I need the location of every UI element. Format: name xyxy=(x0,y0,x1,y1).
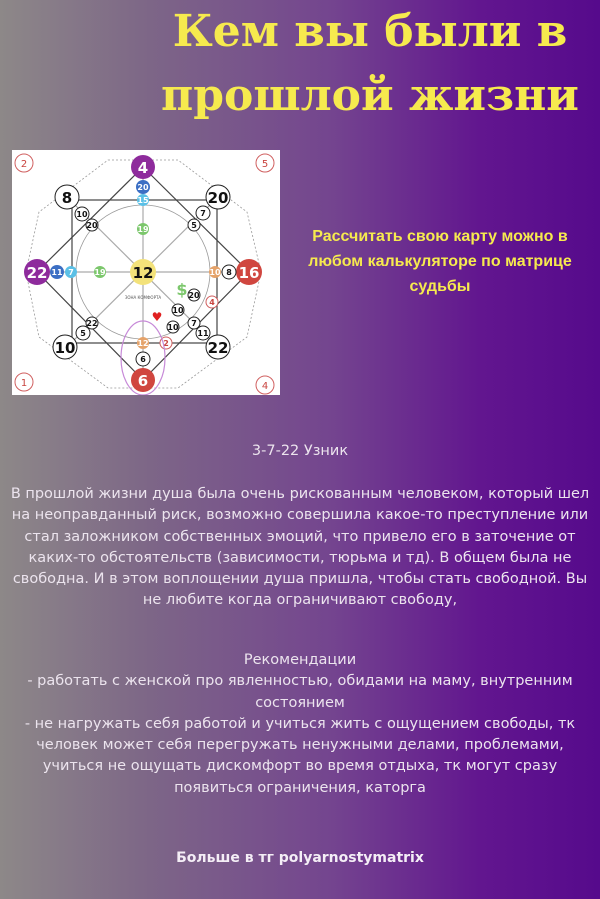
node-bottom3: 12 xyxy=(137,339,148,348)
recommendation-item: - работать с женской про явленностью, об… xyxy=(27,673,573,711)
node-inner-left: 19 xyxy=(94,268,106,277)
node-inner-top: 19 xyxy=(137,225,149,234)
node-left3: 7 xyxy=(68,268,74,277)
node-top3: 15 xyxy=(137,196,149,205)
node-extra2: 10 xyxy=(172,306,184,315)
node-tr3: 5 xyxy=(191,221,197,230)
node-right: 16 xyxy=(239,264,260,282)
node-extra1: 20 xyxy=(188,291,200,300)
corner-2: 2 xyxy=(21,159,27,170)
recommendations: Рекомендации - работать с женской про яв… xyxy=(10,650,590,799)
node-br: 22 xyxy=(208,339,229,357)
node-left2: 11 xyxy=(51,268,63,277)
dollar-icon: $ xyxy=(176,280,187,299)
destiny-matrix-image: 2 5 1 4 4 22 16 6 12 8 20 10 22 20 15 19… xyxy=(12,150,280,396)
title-line-2: прошлой жизни xyxy=(161,70,579,121)
node-tl3: 20 xyxy=(86,221,98,230)
node-top: 4 xyxy=(138,159,148,177)
recommendations-heading: Рекомендации xyxy=(243,652,357,668)
node-br2: 11 xyxy=(197,329,209,338)
corner-1: 1 xyxy=(21,378,27,389)
node-tr: 20 xyxy=(208,189,229,207)
node-bl2: 5 xyxy=(80,329,86,338)
node-bottom: 6 xyxy=(138,372,148,390)
footer-telegram: Больше в тг polyarnostymatrix xyxy=(176,850,424,866)
node-tl2: 10 xyxy=(76,210,88,219)
comfort-zone-label: ЗОНА КОМФОРТА xyxy=(125,295,162,300)
node-extra4: 4 xyxy=(209,298,215,307)
node-bl: 10 xyxy=(55,339,76,357)
code-title: 3-7-22 Узник xyxy=(251,443,349,459)
title-line-1: Кем вы были в xyxy=(172,6,568,57)
page-title: Кем вы были в прошлой жизни xyxy=(150,0,590,128)
heart-icon: ♥ xyxy=(152,310,163,324)
node-tr2: 7 xyxy=(200,209,206,218)
calculator-note: Рассчитать свою карту можно в любом каль… xyxy=(308,228,572,295)
node-extra5: 2 xyxy=(163,339,169,348)
node-top2: 20 xyxy=(137,183,149,192)
node-center: 12 xyxy=(133,264,154,282)
node-bl3: 22 xyxy=(86,319,97,328)
node-br3: 7 xyxy=(191,319,197,328)
node-extra3: 10 xyxy=(167,323,179,332)
corner-4: 4 xyxy=(262,381,268,392)
node-left: 22 xyxy=(27,264,48,282)
node-tl: 8 xyxy=(62,189,72,207)
node-right2: 8 xyxy=(226,268,232,277)
node-right3: 10 xyxy=(209,268,221,277)
node-bottom2: 6 xyxy=(140,355,146,364)
corner-5: 5 xyxy=(262,159,268,170)
recommendation-item: - не нагружать себя работой и учиться жи… xyxy=(24,715,576,796)
description-paragraph: В прошлой жизни душа была очень рискован… xyxy=(10,486,590,609)
